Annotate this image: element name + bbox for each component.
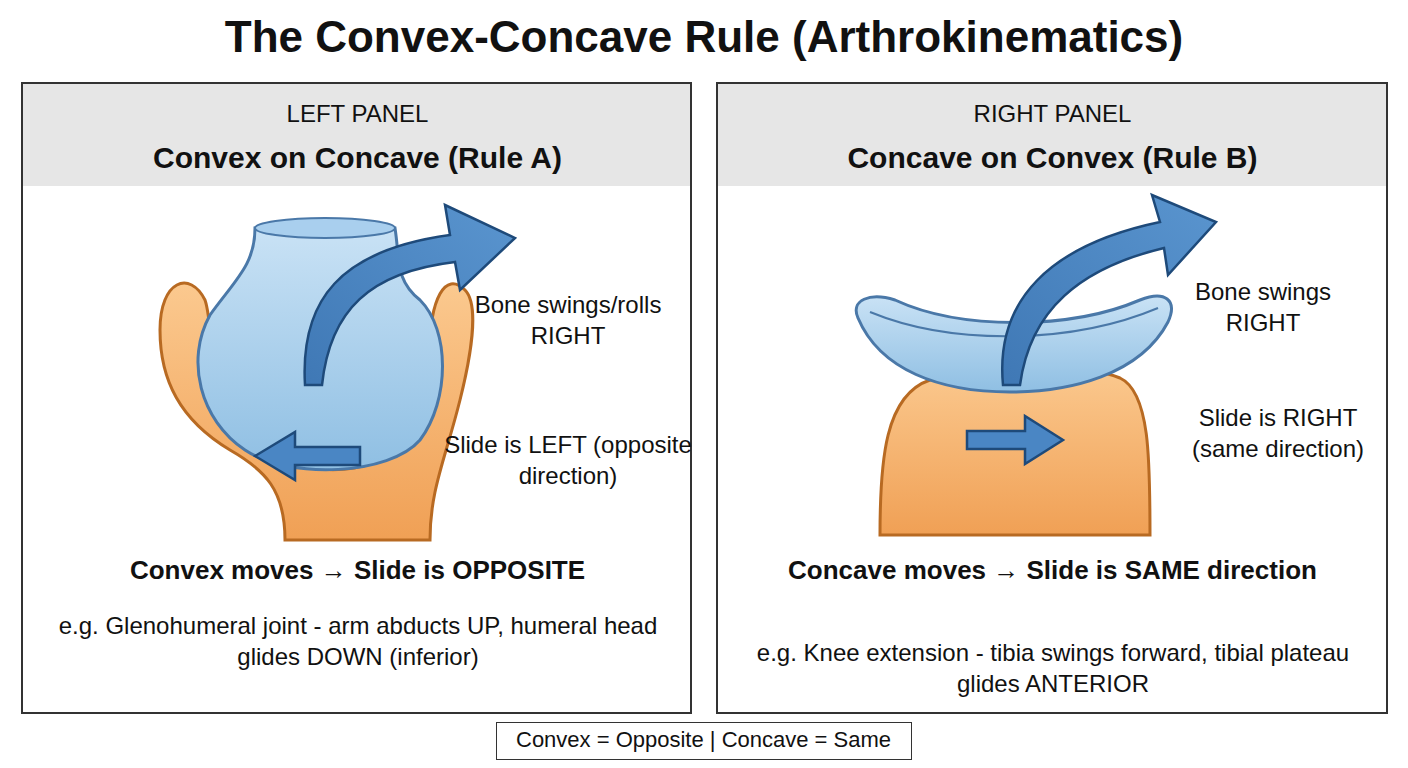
caption-box: Convex = Opposite | Concave = Same	[496, 722, 912, 760]
label-text: Slide is RIGHT (same direction)	[1178, 402, 1378, 464]
label-text: e.g. Knee extension - tibia swings forwa…	[738, 637, 1368, 699]
label-text: Bone swings/rolls RIGHT	[448, 289, 688, 351]
panel-heading: Convex on Concave (Rule A)	[23, 138, 692, 177]
panel-heading: Concave on Convex (Rule B)	[718, 138, 1387, 177]
panel: RIGHT PANEL Concave on Convex (Rule B) Bon…	[716, 82, 1388, 714]
header-band	[22, 83, 691, 186]
slide-arrow	[255, 432, 360, 480]
panel: LEFT PANEL Convex on Concave (Rule A) Bone…	[21, 82, 692, 714]
label-text: LEFT PANEL	[23, 98, 692, 129]
label-text: e.g. Glenohumeral joint - arm abducts UP…	[38, 610, 678, 672]
label-text: Concave moves → Slide is SAME direction	[728, 554, 1377, 588]
label-text: Bone swings RIGHT	[1158, 276, 1368, 338]
label-text: Convex moves → Slide is OPPOSITE	[33, 554, 682, 588]
label-text: Convex = Opposite | Concave = Same	[516, 726, 891, 755]
swing-arrow	[1002, 195, 1216, 385]
header-band	[717, 83, 1387, 186]
diagram-title: The Convex-Concave Rule (Arthrokinematic…	[0, 12, 1408, 62]
slide-arrow	[967, 416, 1063, 464]
label-text: RIGHT PANEL	[718, 98, 1387, 129]
label-text: Slide is LEFT (opposite direction)	[443, 429, 693, 491]
bone-shaft-end	[255, 218, 395, 238]
